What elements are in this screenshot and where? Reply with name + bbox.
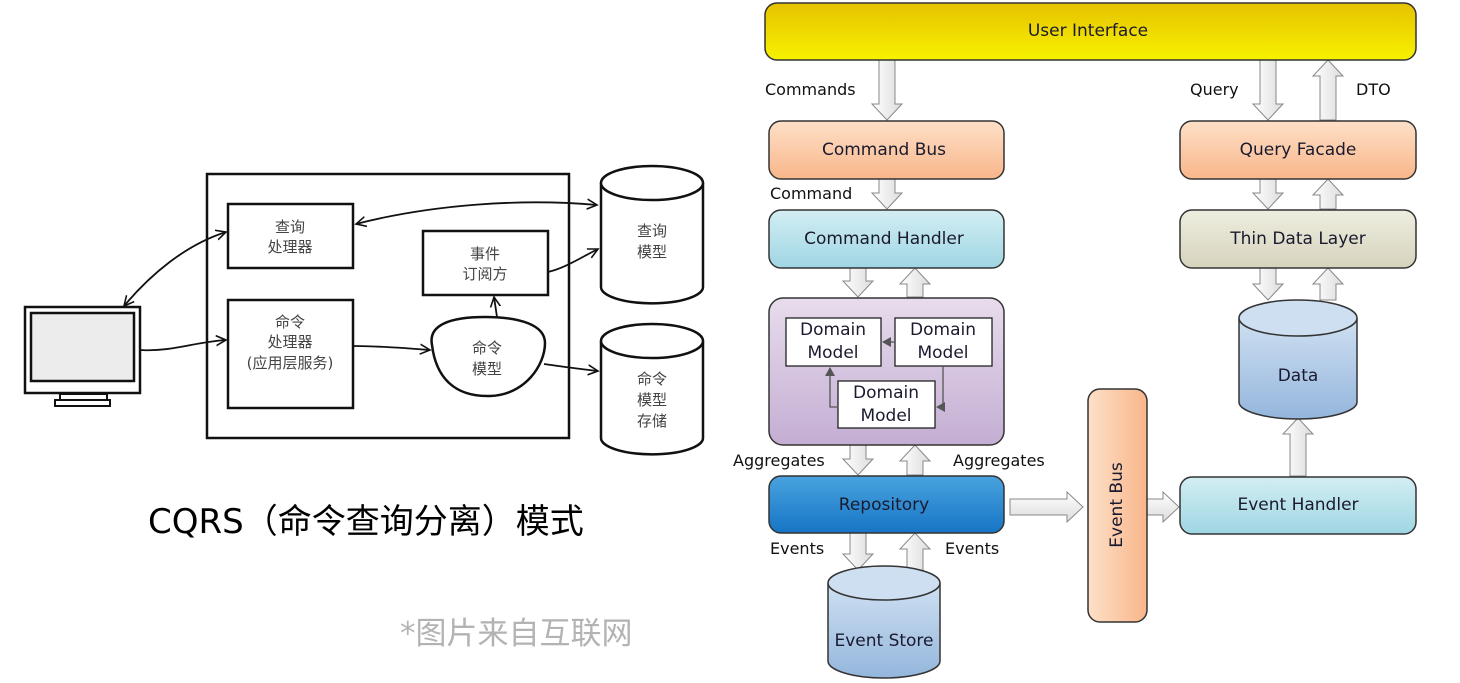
event-store-database: Event Store <box>827 565 941 679</box>
command-store-line-3: 存储 <box>637 412 667 430</box>
command-handler-node: Command Handler <box>768 209 1005 269</box>
query-model-line-1: 查询 <box>637 222 667 240</box>
cqrs-sketch-diagram: 查询 处理器 命令 处理器 (应用层服务) 事件 订阅方 命令 模型 查询 模型… <box>23 164 705 456</box>
arrow-domain-to-handler <box>898 267 932 298</box>
event-subscriber-node: 事件 订阅方 <box>421 229 550 297</box>
repository-node: Repository <box>768 475 1005 534</box>
arrow-data-to-thin-layer <box>1311 267 1345 301</box>
domain-model-3-line-1: Domain <box>853 383 919 403</box>
event-subscriber-line-2: 订阅方 <box>462 265 507 283</box>
command-bus-node: Command Bus <box>768 120 1005 180</box>
event-bus-node: Event Bus <box>1087 388 1148 623</box>
command-handler-node: 命令 处理器 (应用层服务) <box>226 298 355 410</box>
arrow-event-handler-to-data <box>1281 417 1315 477</box>
arrow-ui-to-query-facade <box>1251 59 1285 121</box>
domain-model-2-line-2: Model <box>917 343 968 363</box>
command-handler-line-2: 处理器 <box>267 333 312 351</box>
query-handler-line-2: 处理器 <box>267 238 312 256</box>
command-handler-line-1: 命令 <box>275 313 305 331</box>
label-aggregates-right: Aggregates <box>953 451 1045 470</box>
command-model-node: 命令 模型 <box>430 315 547 398</box>
event-handler-label: Event Handler <box>1237 495 1358 515</box>
user-interface-layer: User Interface <box>764 2 1417 61</box>
arrow-repository-to-event-bus <box>1009 490 1084 524</box>
domain-model-box-3: Domain Model <box>837 380 936 429</box>
command-handler-label: Command Handler <box>804 229 964 249</box>
command-model-line-2: 模型 <box>472 360 502 378</box>
label-events-right: Events <box>945 539 999 558</box>
command-store-line-2: 模型 <box>637 391 667 409</box>
domain-model-2-line-1: Domain <box>910 320 976 340</box>
arrow-command-bus-to-handler <box>870 178 904 210</box>
event-bus-label: Event Bus <box>1107 462 1127 548</box>
label-aggregates-left: Aggregates <box>733 451 825 470</box>
arrow-facade-to-thin-layer <box>1251 178 1285 210</box>
arrow-event-store-to-repository <box>898 532 932 571</box>
arrow-monitor-command-handler <box>140 340 226 352</box>
arrow-repository-to-domain <box>898 444 932 476</box>
query-handler-node: 查询 处理器 <box>226 202 355 270</box>
event-handler-node: Event Handler <box>1179 476 1417 535</box>
label-events-left: Events <box>770 539 824 558</box>
repository-label: Repository <box>839 495 929 515</box>
command-model-store-database: 命令 模型 存储 <box>599 322 705 456</box>
command-bus-label: Command Bus <box>822 140 946 160</box>
domain-link-2-to-3 <box>936 366 945 412</box>
user-interface-label: User Interface <box>1028 21 1148 41</box>
monitor-icon <box>23 305 142 407</box>
arrow-monitor-query-handler <box>124 232 226 306</box>
flow-arrows <box>841 59 1345 571</box>
thin-data-layer-label: Thin Data Layer <box>1229 229 1365 249</box>
arrow-repository-to-event-store <box>841 532 875 571</box>
diagram-caption: CQRS（命令查询分离）模式 <box>148 502 584 542</box>
data-label: Data <box>1278 366 1319 386</box>
domain-model-1-line-2: Model <box>807 343 858 363</box>
arrow-command-handler-command-model <box>353 346 430 350</box>
arrow-thin-layer-to-data <box>1251 267 1285 301</box>
domain-model-3-line-2: Model <box>860 406 911 426</box>
command-handler-line-3: (应用层服务) <box>247 354 334 372</box>
command-model-line-1: 命令 <box>472 339 502 357</box>
arrow-command-model-store <box>543 363 598 371</box>
domain-link-3-to-1 <box>825 367 838 408</box>
arrow-ui-to-command-bus <box>870 59 904 121</box>
data-database: Data <box>1238 299 1358 420</box>
label-dto: DTO <box>1356 80 1391 99</box>
arrow-handler-to-domain <box>841 267 875 298</box>
domain-model-box-2: Domain Model <box>894 317 993 367</box>
event-subscriber-line-1: 事件 <box>470 245 500 263</box>
query-facade-node: Query Facade <box>1179 120 1417 180</box>
arrow-subscriber-query-model <box>547 248 598 273</box>
arrow-query-handler-query-model <box>356 202 597 224</box>
image-credit: *图片来自互联网 <box>400 616 633 652</box>
query-model-database: 查询 模型 <box>599 164 705 305</box>
event-store-label: Event Store <box>834 631 933 651</box>
domain-model-1-line-1: Domain <box>800 320 866 340</box>
arrow-command-model-subscriber <box>494 297 497 318</box>
domain-model-container: Domain Model Domain Model Domain Model <box>768 297 1005 446</box>
query-model-line-2: 模型 <box>637 243 667 261</box>
query-facade-label: Query Facade <box>1240 140 1357 160</box>
thin-data-layer-node: Thin Data Layer <box>1179 209 1417 269</box>
query-handler-line-1: 查询 <box>275 218 305 236</box>
arrow-event-bus-to-event-handler <box>1146 490 1180 524</box>
arrow-domain-to-repository <box>841 444 875 476</box>
label-commands: Commands <box>765 80 856 99</box>
domain-model-box-1: Domain Model <box>785 317 882 367</box>
label-command: Command <box>770 184 852 203</box>
arrow-thin-layer-to-facade <box>1311 178 1345 210</box>
arrow-query-facade-to-ui <box>1311 59 1345 121</box>
label-query: Query <box>1190 80 1239 99</box>
command-store-line-1: 命令 <box>637 370 667 388</box>
